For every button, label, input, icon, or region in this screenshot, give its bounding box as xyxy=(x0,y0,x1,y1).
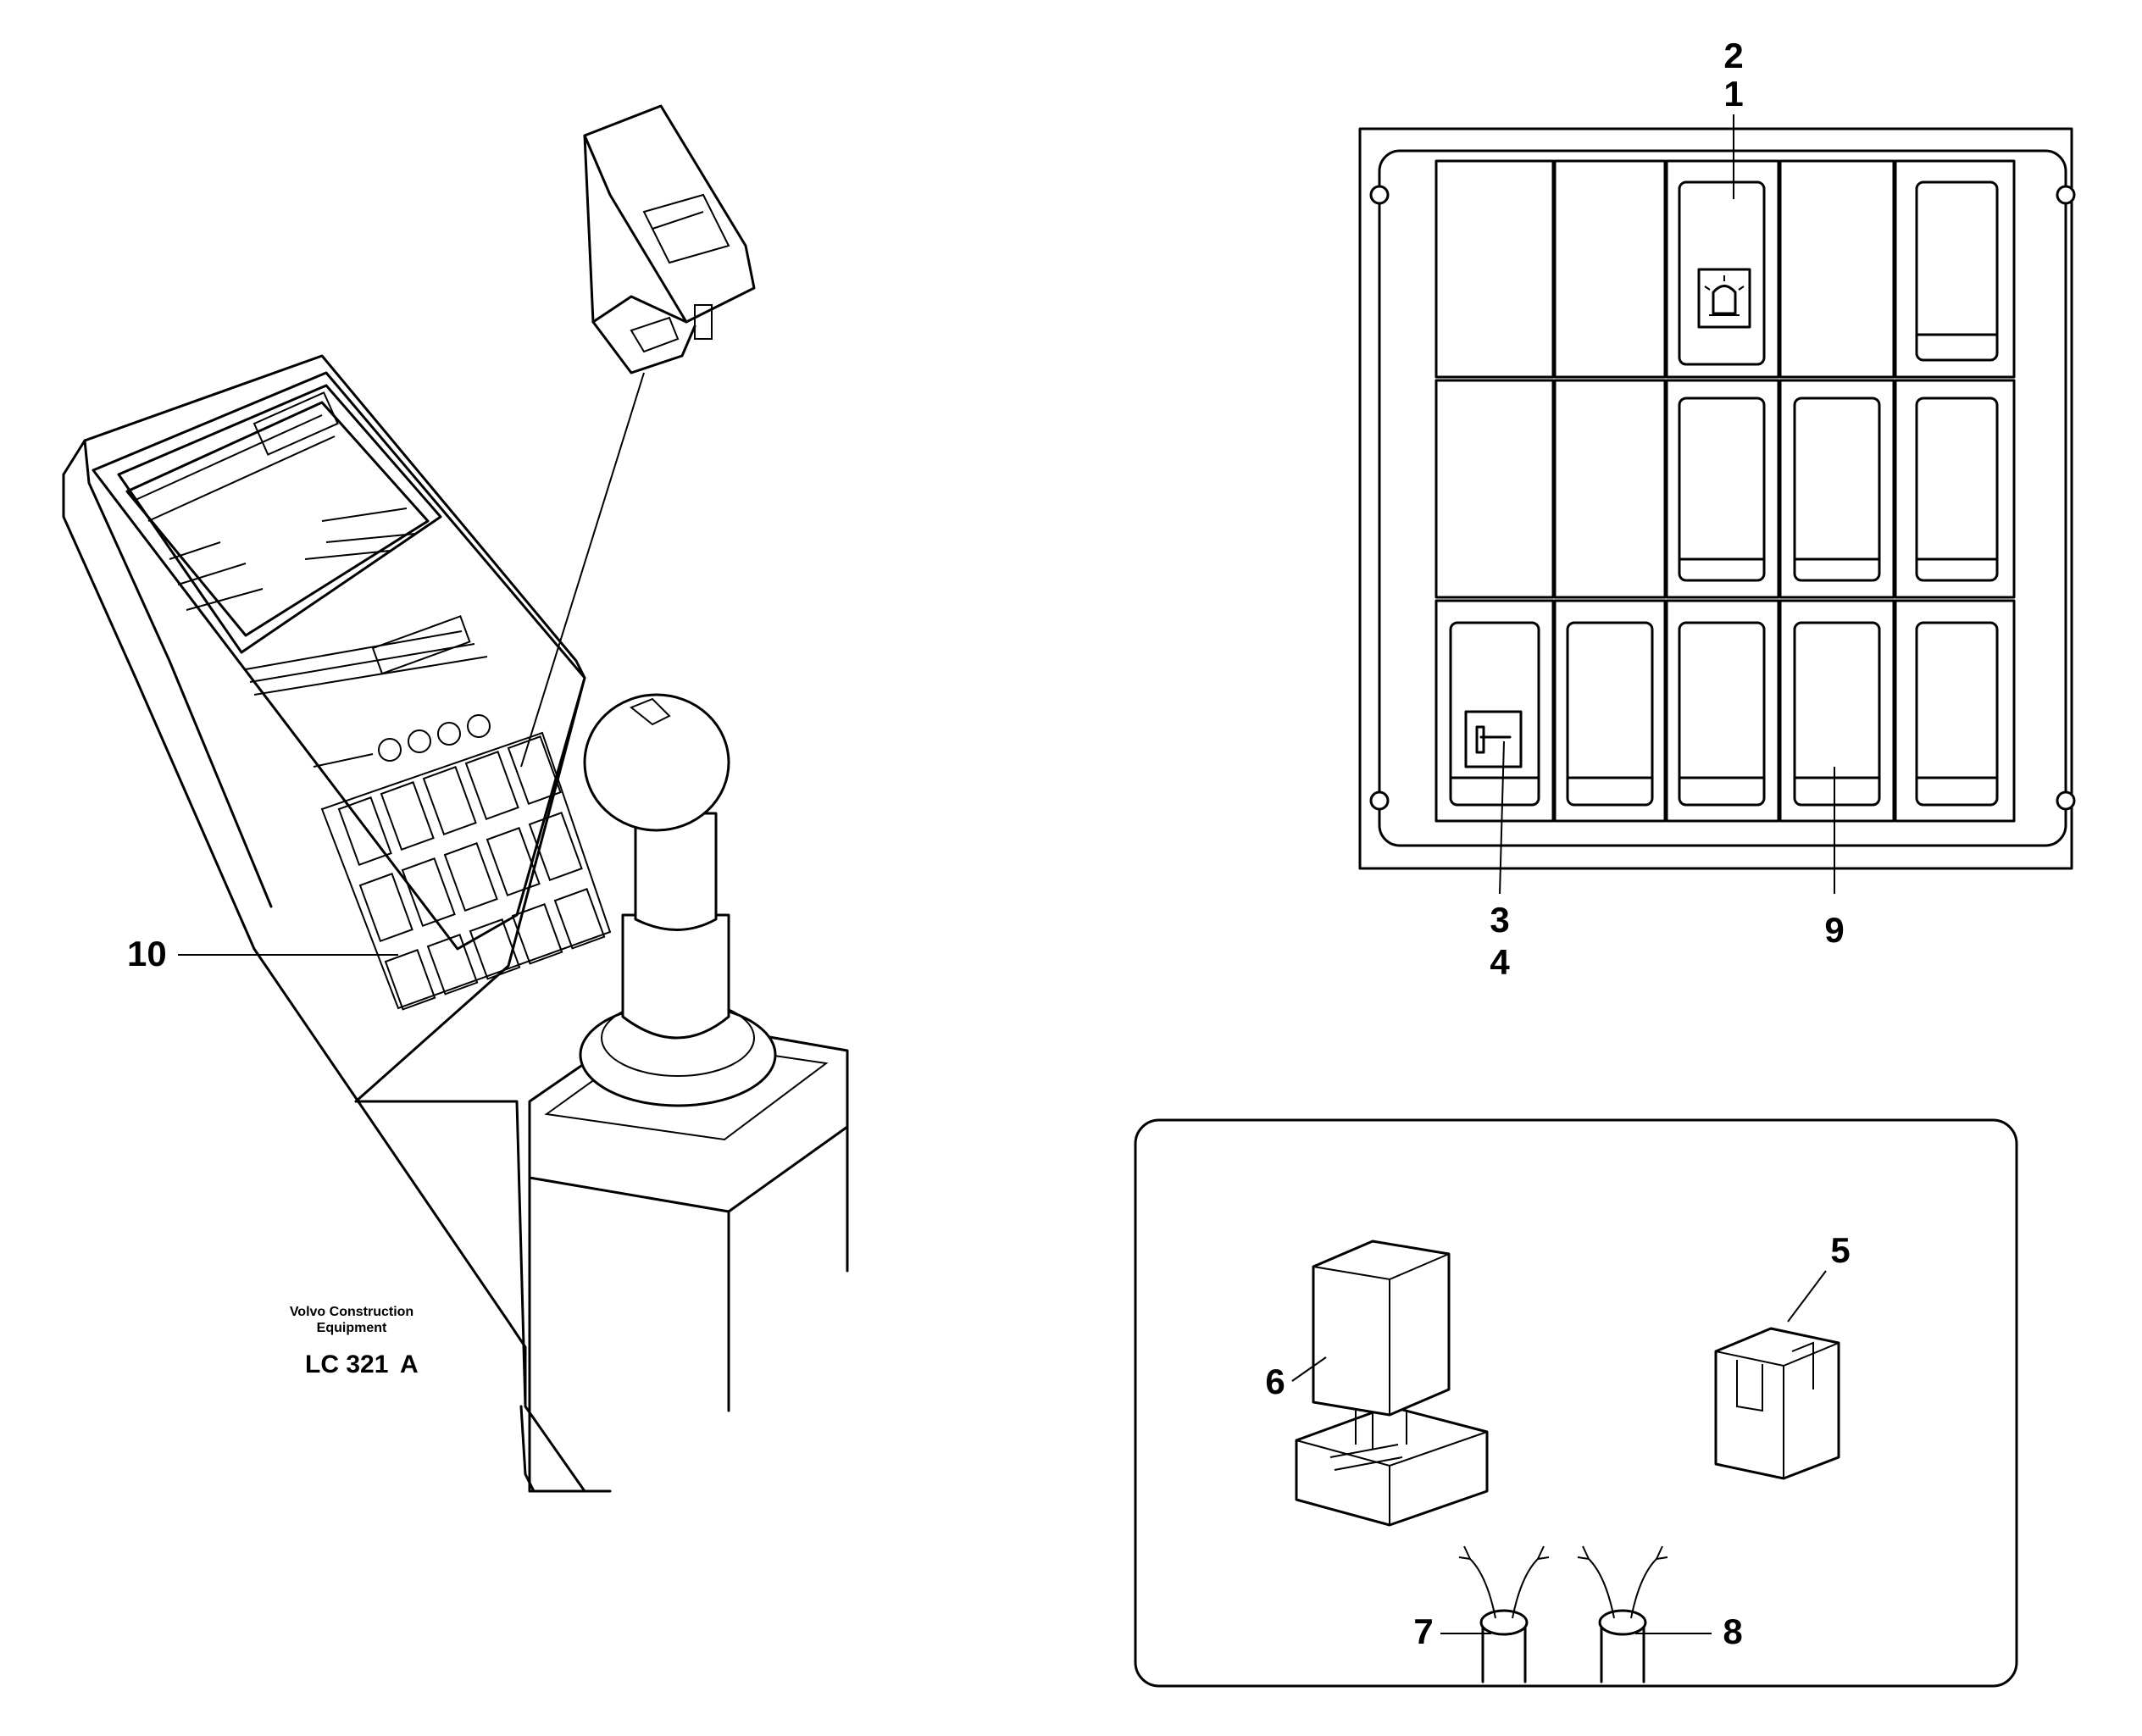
callout-10: 10 xyxy=(127,934,398,973)
callout-label: 10 xyxy=(127,934,167,973)
callout-7: 7 xyxy=(1413,1611,1433,1651)
callout-3: 3 xyxy=(1490,900,1509,940)
leader-5 xyxy=(1787,1270,1827,1323)
callout-6: 6 xyxy=(1265,1362,1285,1401)
leader-3 xyxy=(1499,740,1505,895)
figure-caption: Volvo Construction Equipment LC 321 A xyxy=(290,1305,419,1378)
callout-5: 5 xyxy=(1830,1230,1850,1270)
caption-line1: Volvo Construction xyxy=(290,1305,413,1319)
hammer-icon xyxy=(1464,710,1523,768)
relay xyxy=(1295,1240,1489,1527)
caption-rev: A xyxy=(400,1351,419,1378)
rocker-switch-detail xyxy=(583,104,756,374)
parts-inset: 6 5 7 xyxy=(1134,1118,2018,1688)
callout-1: 1 xyxy=(1723,74,1743,114)
caption-code: LC 321 xyxy=(305,1351,388,1378)
caption-line2: Equipment xyxy=(317,1321,387,1335)
screw xyxy=(1369,185,1390,205)
cable-8 xyxy=(1577,1545,1668,1683)
callout-2: 2 xyxy=(1723,36,1743,75)
rocker-leader-line xyxy=(520,372,645,768)
callout-4: 4 xyxy=(1490,942,1510,982)
screw xyxy=(2056,185,2076,205)
cable-7 xyxy=(1458,1545,1550,1683)
beacon-icon xyxy=(1697,268,1751,329)
callout-9: 9 xyxy=(1824,910,1844,950)
control-console xyxy=(62,354,849,1493)
callout-8: 8 xyxy=(1723,1611,1742,1651)
screw xyxy=(1369,790,1390,811)
screw xyxy=(2056,790,2076,811)
switch-panel: 2 1 3 4 9 xyxy=(1358,36,2076,982)
leader-6 xyxy=(1291,1356,1327,1382)
connector xyxy=(1714,1327,1840,1480)
